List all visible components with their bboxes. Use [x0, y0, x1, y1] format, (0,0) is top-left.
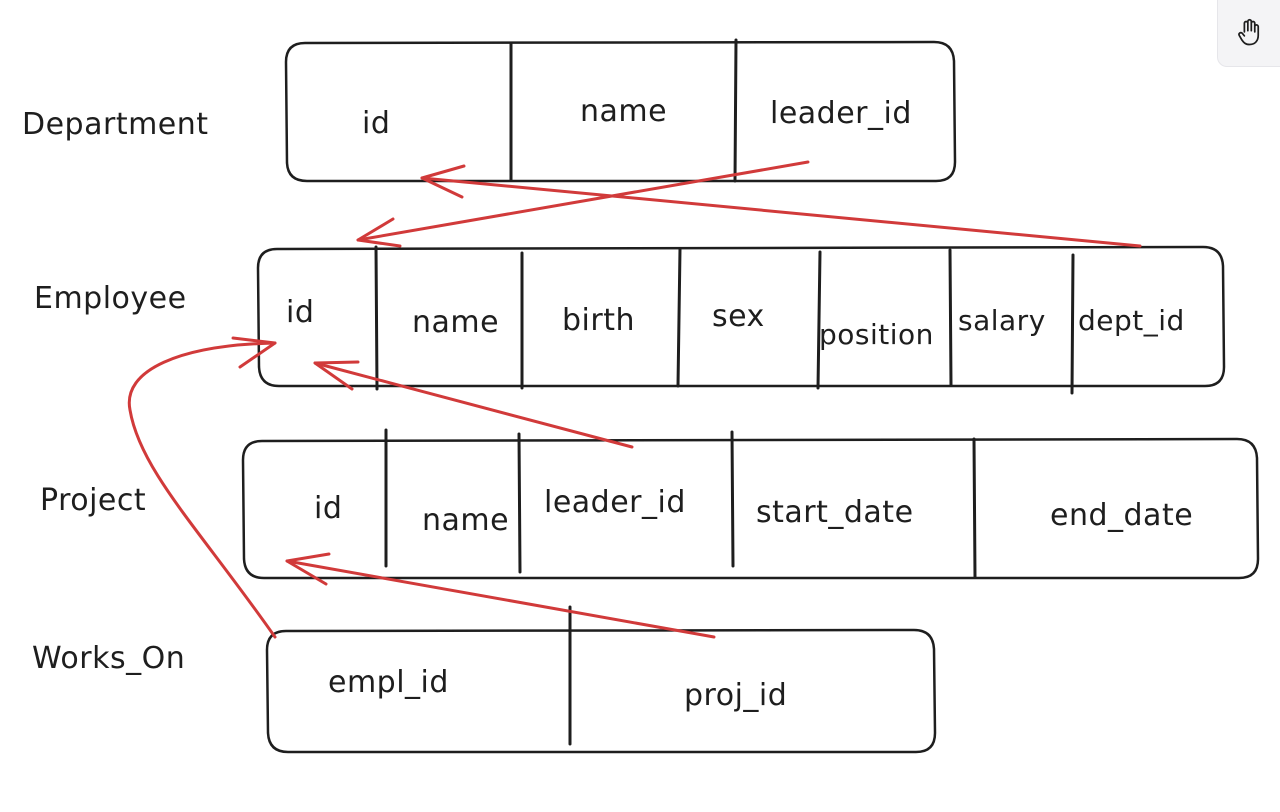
employee-col-id: id — [286, 295, 314, 330]
employee-col-dept-id: dept_id — [1078, 304, 1185, 337]
table-department[interactable]: Department id name leader_id — [22, 38, 957, 183]
arrow-department-leader-to-employee-id[interactable] — [356, 160, 810, 248]
project-divider — [517, 432, 522, 574]
project-divider — [730, 430, 735, 568]
hand-tool-button[interactable] — [1217, 0, 1280, 67]
employee-divider — [374, 245, 379, 391]
employee-col-position: position — [819, 318, 934, 351]
employee-divider — [816, 250, 822, 390]
employee-divider — [948, 248, 953, 387]
arrow-works-on-proj-to-project-id[interactable] — [285, 552, 716, 639]
department-col-id: id — [362, 106, 390, 141]
employee-col-birth: birth — [562, 303, 635, 338]
works-on-col-proj-id: proj_id — [684, 678, 787, 713]
employee-divider — [676, 247, 682, 388]
table-label-department: Department — [22, 107, 209, 142]
project-col-id: id — [314, 491, 342, 526]
project-divider — [972, 437, 977, 579]
arrow-works-on-empl-to-employee-id[interactable] — [127, 336, 277, 639]
table-label-works-on: Works_On — [32, 641, 185, 676]
department-box — [284, 40, 957, 183]
works-on-box — [265, 628, 937, 754]
project-col-end-date: end_date — [1050, 498, 1193, 533]
works-on-col-empl-id: empl_id — [328, 665, 449, 700]
employee-divider — [1070, 253, 1075, 395]
project-col-name: name — [422, 503, 509, 538]
hand-icon — [1238, 18, 1260, 46]
table-employee[interactable]: Employee id name birth sex position sala… — [34, 245, 1226, 395]
arrow-employee-dept-to-department-id[interactable] — [420, 164, 1142, 248]
arrow-project-leader-to-employee-id[interactable] — [313, 360, 634, 449]
table-label-employee: Employee — [34, 281, 187, 316]
project-col-start-date: start_date — [756, 495, 914, 530]
employee-col-salary: salary — [958, 304, 1046, 337]
employee-col-sex: sex — [712, 299, 765, 334]
table-works-on[interactable]: Works_On empl_id proj_id — [32, 605, 937, 754]
table-project[interactable]: Project id name leader_id start_date end… — [40, 428, 1260, 580]
employee-col-name: name — [412, 305, 499, 340]
department-col-leader-id: leader_id — [770, 96, 912, 131]
department-divider — [733, 38, 738, 183]
project-box — [241, 437, 1260, 580]
department-col-name: name — [580, 94, 667, 129]
project-col-leader-id: leader_id — [544, 485, 686, 520]
table-label-project: Project — [40, 483, 146, 518]
employee-box — [256, 245, 1226, 388]
relation-arrows — [127, 160, 1142, 639]
